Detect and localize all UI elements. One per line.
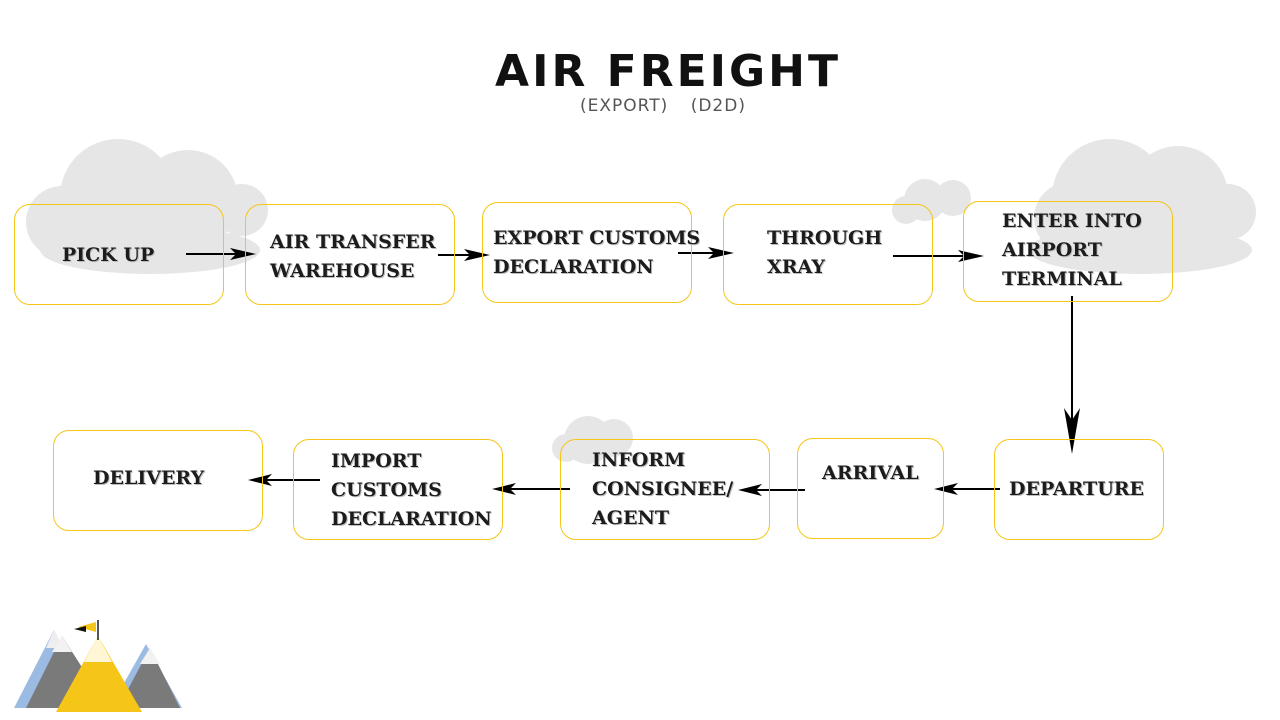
air-freight-slide: AIR FREIGHT (EXPORT) (D2D) [0, 0, 1280, 720]
mountain-flag-logo [0, 0, 1280, 720]
